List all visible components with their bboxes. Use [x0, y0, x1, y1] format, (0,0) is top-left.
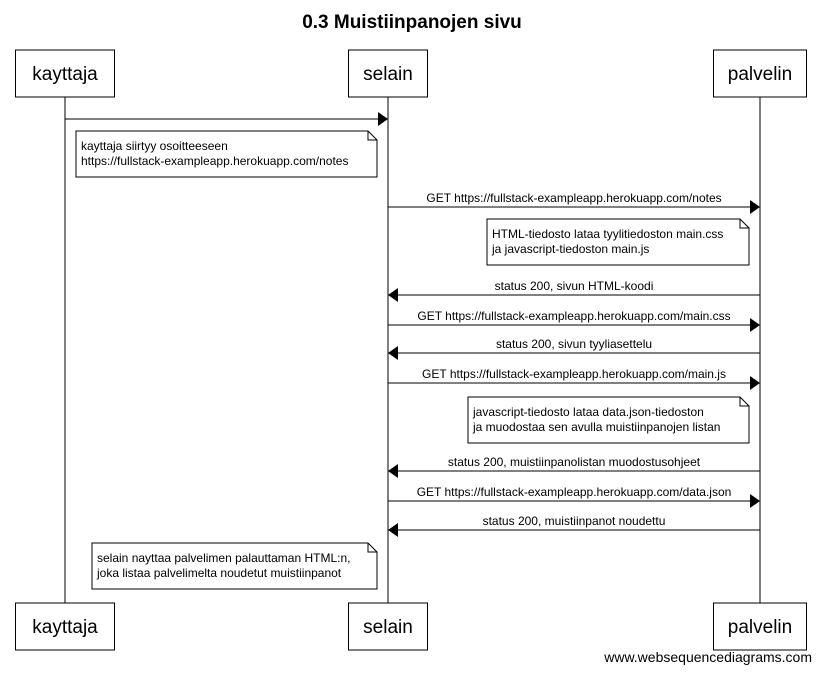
actor-kayttaja-bottom: kayttaja — [15, 602, 115, 651]
actor-label: selain — [363, 617, 413, 638]
arrow-head-icon — [388, 346, 398, 360]
note: selain nayttaa palvelimen palauttaman HT… — [91, 542, 378, 590]
actor-box — [713, 602, 807, 651]
message-label: status 200, sivun tyyliasettelu — [496, 337, 652, 351]
note-line: javascript-tiedosto lataa data.json-tied… — [472, 405, 704, 419]
message-arrow: GET https://fullstack-exampleapp.herokua… — [388, 485, 760, 508]
arrow-head-icon — [750, 200, 760, 214]
actor-selain-top: selain — [348, 49, 428, 98]
arrow-head-icon — [388, 523, 398, 537]
note-line: ja javascript-tiedoston main.js — [491, 242, 649, 256]
arrow-head-icon — [378, 112, 388, 126]
message-arrow — [65, 112, 388, 126]
note-fold-icon — [367, 543, 377, 553]
actor-box — [348, 602, 428, 651]
note: kayttaja siirtyy osoitteeseenhttps://ful… — [75, 130, 378, 178]
actors-top-row: kayttaja selain palvelin — [15, 49, 807, 98]
note-fold-icon — [739, 397, 749, 407]
note-box — [75, 130, 378, 178]
arrow-head-icon — [388, 464, 398, 478]
actor-box — [348, 49, 428, 98]
message-label: GET https://fullstack-exampleapp.herokua… — [417, 309, 730, 323]
actor-label: selain — [363, 64, 413, 85]
actor-box — [15, 602, 115, 651]
note-fold-icon — [739, 219, 749, 229]
note-line: HTML-tiedosto lataa tyylitiedoston main.… — [492, 227, 723, 241]
actor-box — [713, 49, 807, 98]
note-fold-icon — [367, 131, 377, 141]
message-arrow: GET https://fullstack-exampleapp.herokua… — [388, 309, 760, 332]
diagram-steps: kayttaja siirtyy osoitteeseenhttps://ful… — [65, 112, 760, 590]
note: javascript-tiedosto lataa data.json-tied… — [467, 396, 750, 444]
arrow-head-icon — [750, 494, 760, 508]
note-box — [91, 542, 378, 590]
note-line: https://fullstack-exampleapp.herokuapp.c… — [81, 154, 348, 168]
actor-label: palvelin — [728, 617, 792, 638]
actor-box — [15, 49, 115, 98]
diagram-title: 0.3 Muistiinpanojen sivu — [302, 12, 522, 33]
arrow-head-icon — [388, 288, 398, 302]
message-arrow: status 200, muistiinpanolistan muodostus… — [388, 455, 760, 478]
message-arrow: status 200, sivun HTML-koodi — [388, 279, 760, 302]
note: HTML-tiedosto lataa tyylitiedoston main.… — [486, 218, 750, 266]
actor-label: kayttaja — [32, 617, 98, 638]
message-arrow: status 200, muistiinpanot noudettu — [388, 514, 760, 537]
footer-watermark: www.websequencediagrams.com — [603, 649, 812, 665]
message-arrow: status 200, sivun tyyliasettelu — [388, 337, 760, 360]
note-line: ja muodostaa sen avulla muistiinpanojen … — [472, 420, 720, 434]
actor-label: kayttaja — [32, 64, 98, 85]
note-line: kayttaja siirtyy osoitteeseen — [81, 139, 228, 153]
lifelines — [64, 97, 761, 603]
actor-selain-bottom: selain — [348, 602, 428, 651]
actors-bottom-row: kayttaja selain palvelin — [15, 602, 807, 651]
message-arrow: GET https://fullstack-exampleapp.herokua… — [388, 191, 760, 214]
actor-palvelin-top: palvelin — [713, 49, 807, 98]
note-box — [467, 396, 750, 444]
message-label: GET https://fullstack-exampleapp.herokua… — [426, 191, 721, 205]
note-line: selain nayttaa palvelimen palauttaman HT… — [97, 551, 350, 565]
arrow-head-icon — [750, 318, 760, 332]
actor-palvelin-bottom: palvelin — [713, 602, 807, 651]
message-label: GET https://fullstack-exampleapp.herokua… — [422, 367, 726, 381]
message-label: status 200, muistiinpanot noudettu — [483, 514, 666, 528]
message-label: status 200, sivun HTML-koodi — [495, 279, 654, 293]
arrow-head-icon — [750, 376, 760, 390]
note-box — [486, 218, 750, 266]
message-label: status 200, muistiinpanolistan muodostus… — [448, 455, 701, 469]
note-line: joka listaa palvelimelta noudetut muisti… — [96, 566, 342, 580]
message-arrow: GET https://fullstack-exampleapp.herokua… — [388, 367, 760, 390]
actor-kayttaja-top: kayttaja — [15, 49, 115, 98]
actor-label: palvelin — [728, 64, 792, 85]
message-label: GET https://fullstack-exampleapp.herokua… — [417, 485, 732, 499]
